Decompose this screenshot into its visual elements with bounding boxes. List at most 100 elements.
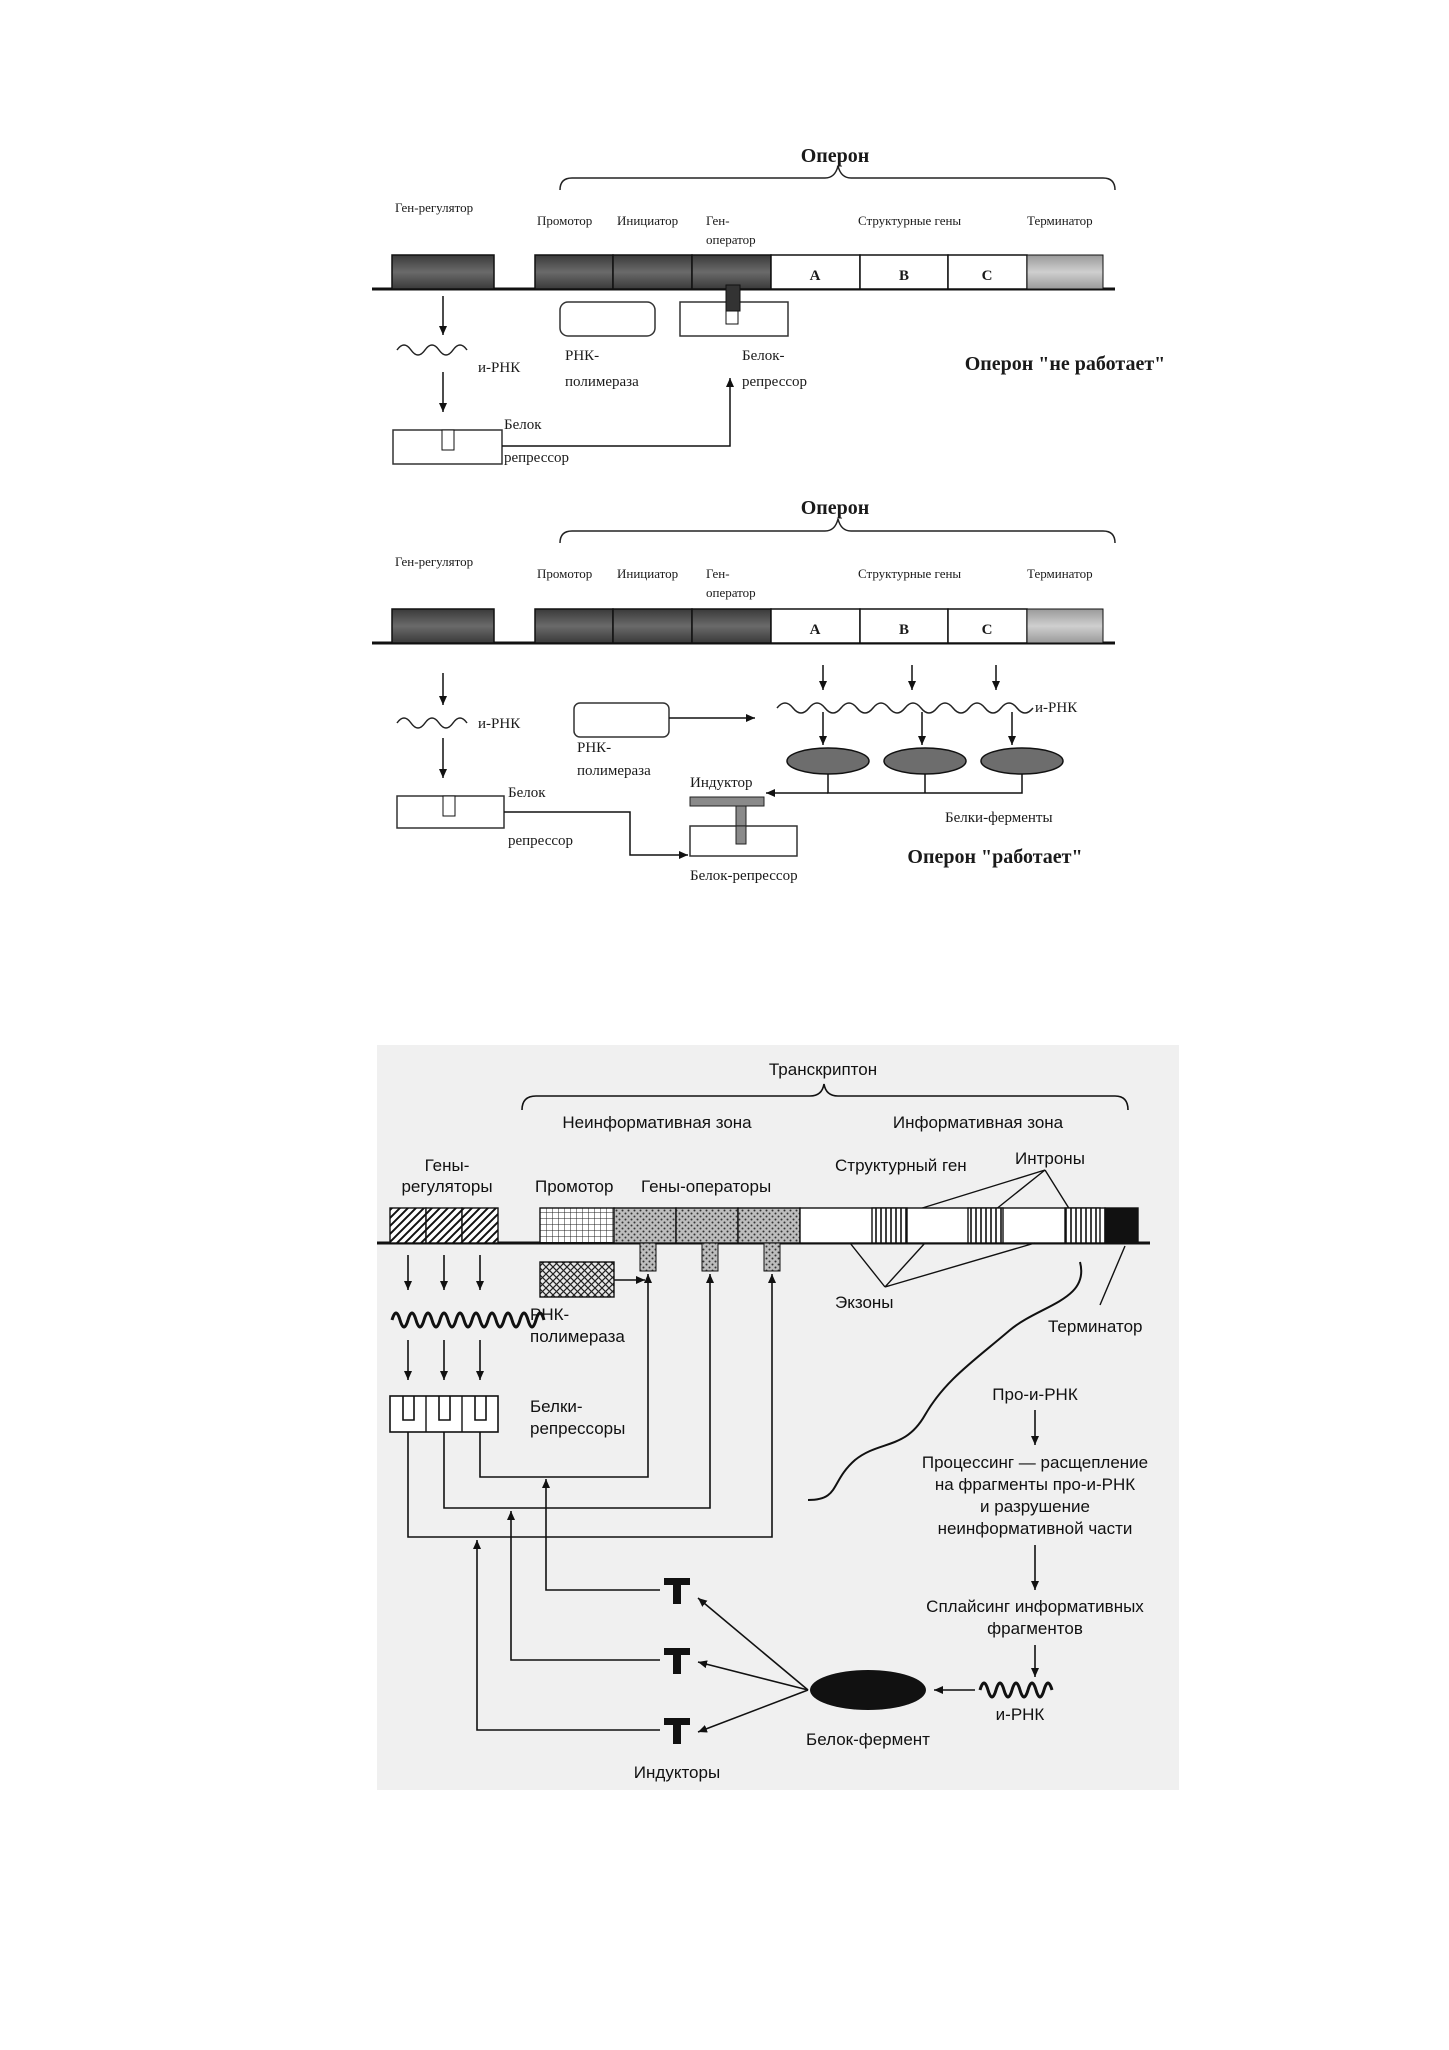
regulator-gene-3 bbox=[461, 1207, 499, 1244]
processing-label-3: и разрушение bbox=[980, 1497, 1090, 1516]
gene-c-label-2: C bbox=[982, 622, 993, 638]
operator-label-1: Ген- bbox=[706, 213, 730, 228]
operon-brace-2 bbox=[559, 518, 1116, 544]
initiator-block bbox=[612, 254, 693, 290]
path-inducer-1-to-repressor bbox=[542, 1479, 660, 1591]
repressor-binding-peg bbox=[725, 284, 741, 312]
gene-regulator-block-2 bbox=[391, 608, 495, 644]
operon-on-diagram: Оперон Ген-регулятор Промотор Инициатор … bbox=[372, 497, 1116, 884]
exons-label: Экзоны bbox=[835, 1293, 894, 1312]
mrna-right-label: и-РНК bbox=[1035, 700, 1078, 716]
transcripton-title: Транскриптон bbox=[769, 1060, 877, 1079]
mrna-wave-2 bbox=[396, 717, 468, 729]
operon-brace bbox=[559, 165, 1116, 191]
mrna-label: и-РНК bbox=[478, 360, 521, 376]
inducers-label: Индукторы bbox=[634, 1763, 720, 1782]
splicing-label-1: Сплайсинг информативных bbox=[926, 1597, 1144, 1616]
operon-off-status: Оперон "не работает" bbox=[965, 353, 1166, 375]
promoter-block-3 bbox=[539, 1207, 615, 1244]
repressor-label-2: репрессор bbox=[504, 450, 569, 466]
pro-mrna-strand bbox=[807, 1261, 1083, 1501]
enzyme-a-ellipse bbox=[786, 747, 870, 775]
arrow-enzyme-to-inducer-3 bbox=[697, 1689, 809, 1733]
operator-gene-3 bbox=[737, 1207, 801, 1244]
promoter-block-2 bbox=[534, 608, 614, 644]
terminator-pointer bbox=[1099, 1245, 1126, 1306]
repressors-label-2: репрессоры bbox=[530, 1419, 625, 1438]
regulator-mrna-wave bbox=[390, 1311, 546, 1329]
enzymes-label: Белки-ферменты bbox=[945, 810, 1053, 826]
mature-mrna-wave bbox=[978, 1681, 1054, 1699]
regulator-gene-1 bbox=[389, 1207, 427, 1244]
rna-polymerase-label-3a: РНК- bbox=[530, 1305, 569, 1324]
arrow-enzyme-to-inducer-1 bbox=[697, 1597, 809, 1691]
gene-a-label-2: A bbox=[810, 622, 821, 638]
operator-label-2a: Ген- bbox=[706, 566, 730, 581]
inducer-2 bbox=[664, 1648, 690, 1674]
splicing-label-2: фрагментов bbox=[987, 1619, 1083, 1638]
repressor-socket bbox=[725, 310, 739, 325]
bound-repressor-label-1: Белок- bbox=[742, 348, 785, 364]
enzyme-connector bbox=[827, 774, 1023, 794]
promoter-label: Промотор bbox=[537, 213, 592, 228]
path-inducer-2-to-repressor bbox=[507, 1511, 660, 1661]
repressor-sockets bbox=[402, 1396, 487, 1421]
mature-mrna-label: и-РНК bbox=[996, 1705, 1045, 1724]
bound-repressor-label-2: репрессор bbox=[742, 374, 807, 390]
regulators-label-2: регуляторы bbox=[401, 1177, 492, 1196]
promoter-label-3: Промотор bbox=[535, 1177, 613, 1196]
regulator-gene-2 bbox=[425, 1207, 463, 1244]
processing-label-1: Процессинг — расщепление bbox=[922, 1453, 1148, 1472]
gene-b-label-2: B bbox=[899, 622, 909, 638]
repressor-label-2a: Белок bbox=[508, 785, 546, 801]
initiator-label-2: Инициатор bbox=[617, 566, 678, 581]
terminator-label-3: Терминатор bbox=[1048, 1317, 1143, 1336]
rna-polymerase-shape bbox=[559, 301, 656, 337]
terminator-block-3 bbox=[1104, 1207, 1139, 1244]
repressor-protein-socket-2 bbox=[442, 795, 456, 817]
promoter-block bbox=[534, 254, 614, 290]
rna-polymerase-shape-2 bbox=[573, 702, 670, 738]
operators-label: Гены-операторы bbox=[641, 1177, 771, 1196]
gene-regulator-label: Ген-регулятор bbox=[395, 200, 473, 215]
enzyme-b-ellipse bbox=[883, 747, 967, 775]
rna-polymerase-label-2: полимераза bbox=[565, 374, 639, 390]
path-repressor-3-to-operator-1 bbox=[479, 1274, 652, 1478]
intron-2 bbox=[967, 1207, 1004, 1244]
repressor-label-1: Белок bbox=[504, 417, 542, 433]
inducer-bound-peg bbox=[735, 825, 747, 845]
operon-title: Оперон bbox=[801, 145, 870, 167]
intron-3 bbox=[1064, 1207, 1101, 1244]
promoter-label-2: Промотор bbox=[537, 566, 592, 581]
informative-zone-label: Информативная зона bbox=[893, 1113, 1064, 1132]
enzyme-label: Белок-фермент bbox=[806, 1730, 930, 1749]
path-repressor-1-to-operator-3 bbox=[407, 1274, 776, 1538]
operator-peg-1 bbox=[639, 1242, 657, 1272]
structural-genes-label: Структурные гены bbox=[858, 213, 961, 228]
gene-c-block bbox=[947, 254, 1028, 290]
operator-label-2b: оператор bbox=[706, 585, 756, 600]
pro-mrna-label: Про-и-РНК bbox=[992, 1385, 1078, 1404]
exon-pointer-lines bbox=[849, 1242, 1036, 1288]
arrow-repressor-to-inducer-complex bbox=[504, 811, 688, 859]
path-repressor-2-to-operator-2 bbox=[443, 1274, 714, 1509]
gene-b-block-2 bbox=[859, 608, 949, 644]
inducer-label: Индуктор bbox=[690, 775, 752, 791]
operator-block-2 bbox=[691, 608, 772, 644]
repressors-label-1: Белки- bbox=[530, 1397, 583, 1416]
operator-gene-1 bbox=[613, 1207, 677, 1244]
processing-label-2: на фрагменты про-и-РНК bbox=[935, 1475, 1135, 1494]
rna-polymerase-label-2a: РНК- bbox=[577, 740, 611, 756]
enzyme-ellipse bbox=[810, 1670, 926, 1710]
intron-1 bbox=[871, 1207, 908, 1244]
gene-regulator-block bbox=[391, 254, 495, 290]
operon-off-diagram: Оперон Ген-регулятор Промотор Инициатор … bbox=[372, 145, 1165, 466]
gene-regulator-label-2: Ген-регулятор bbox=[395, 554, 473, 569]
introns-label: Интроны bbox=[1015, 1149, 1085, 1168]
regulators-label-1: Гены- bbox=[425, 1156, 470, 1175]
transcripton-brace bbox=[521, 1083, 1129, 1111]
structural-gene-label: Структурный ген bbox=[835, 1156, 967, 1175]
repressor-proteins-box bbox=[389, 1395, 499, 1433]
